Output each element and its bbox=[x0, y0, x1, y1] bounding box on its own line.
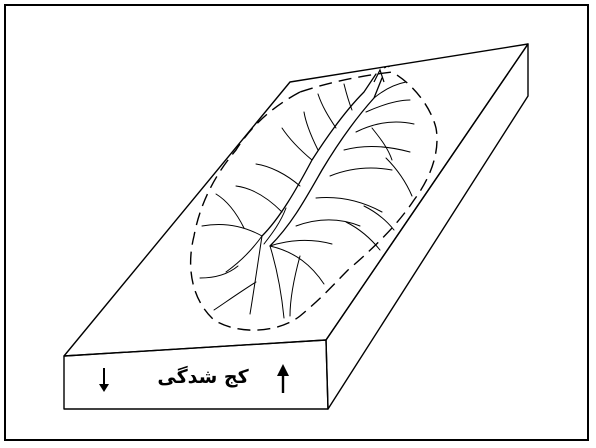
up-arrow-icon bbox=[277, 364, 289, 393]
flow-arrow-icon bbox=[374, 70, 384, 82]
tributary-network bbox=[200, 82, 414, 318]
block-top-face bbox=[64, 44, 528, 356]
down-arrow-icon bbox=[99, 368, 109, 392]
drainage-divide bbox=[191, 72, 437, 330]
tilting-label: کج شدگی bbox=[148, 366, 258, 388]
block-side-face bbox=[326, 44, 528, 409]
